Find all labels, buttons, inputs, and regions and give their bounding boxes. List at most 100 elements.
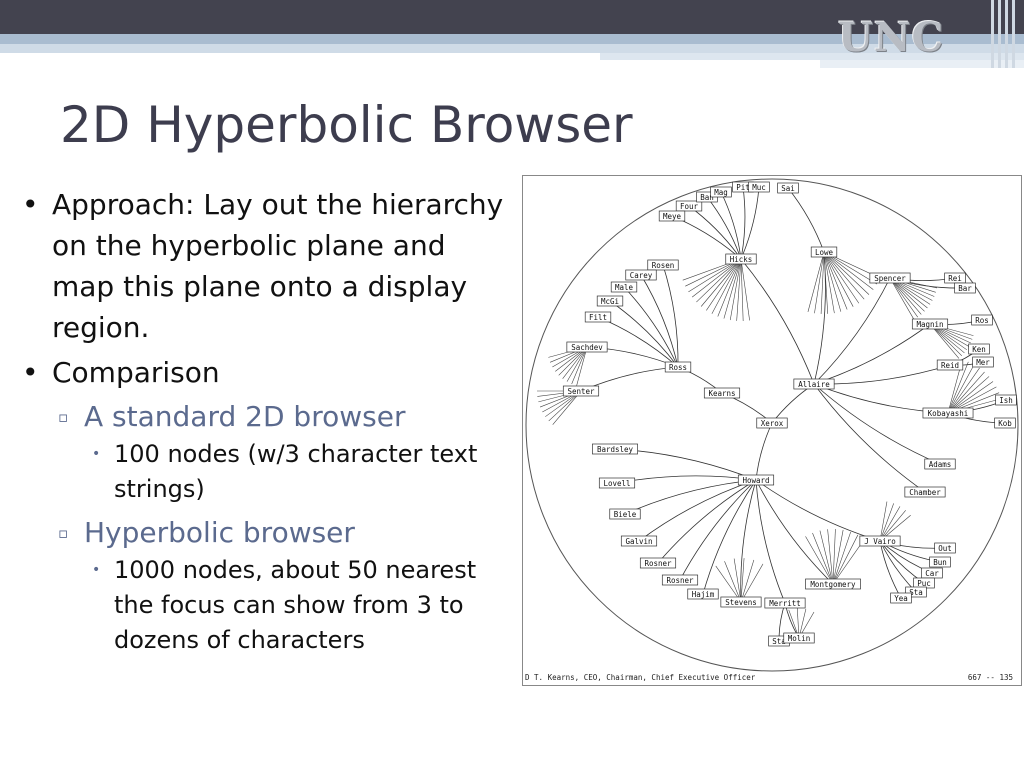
tree-edge [679,479,757,581]
tree-node[interactable]: Lowe [810,246,838,258]
tree-node[interactable]: Ken [968,343,990,355]
tree-node[interactable]: Bun [929,556,951,568]
tree-node[interactable]: Ros [971,314,993,326]
node-label: Meye [663,212,682,221]
tree-node[interactable]: Filt [584,311,612,323]
tree-node[interactable]: Mer [972,356,994,368]
leaf-edge [879,503,894,542]
tree-node[interactable]: Xerox [756,417,788,429]
leaf-edge [823,251,829,314]
leaf-edge [889,277,919,318]
tree-edge [879,540,917,593]
leaf-edge [832,538,865,585]
bullet-list: • Approach: Lay out the hierarchy on the… [22,184,508,658]
bullet-text: Approach: Lay out the hierarchy on the h… [52,188,504,344]
node-label: Bun [933,558,947,567]
tree-node[interactable]: Meye [658,210,686,222]
tree-edge [623,286,679,368]
tree-node[interactable]: Kob [994,417,1016,429]
tree-node[interactable]: Muc [748,181,770,193]
tree-node[interactable]: Spencer [869,272,911,284]
tree-node[interactable]: Yea [890,592,912,604]
tree-node[interactable]: Adams [924,458,956,470]
node-box [971,314,993,326]
tree-edge [706,196,742,260]
tree-node[interactable]: Kearns [703,387,741,399]
tree-edge [740,186,746,260]
status-count-text: 667 -- 135 [967,673,1013,682]
leaf-edge [740,258,750,321]
tree-node[interactable]: Sta [905,586,927,598]
tree-node[interactable]: Stevens [720,596,762,608]
leaf-edge [820,251,825,314]
leaf-edge [733,558,742,603]
node-label: Montgomery [810,580,856,589]
tree-node[interactable]: Sai [777,182,799,194]
tree-node[interactable]: J Vairo [859,535,901,547]
node-label: Kearns [708,389,735,398]
tree-node[interactable]: Ish [995,394,1017,406]
node-label: Spencer [874,274,906,283]
tree-node[interactable]: Reid [936,359,964,371]
node-box [720,596,762,608]
node-label: Chamber [909,488,941,497]
node-box [675,200,703,212]
tree-node[interactable]: Car [921,567,943,579]
node-label: Lowe [815,248,834,257]
tree-node[interactable]: Chamber [904,486,946,498]
tree-node[interactable]: Merritt [764,597,806,609]
tree-node[interactable]: Kobayashi [922,407,974,419]
tree-node[interactable]: Hajim [687,588,719,600]
tree-node[interactable]: Hicks [725,253,757,265]
tree-node[interactable]: Biele [609,508,641,520]
tree-node[interactable]: Four [675,200,703,212]
node-label: Lovell [603,479,630,488]
node-box [904,486,946,498]
tree-node[interactable]: McGi [596,295,624,307]
tree-edge [657,479,757,564]
tree-node[interactable]: Magnin [911,318,949,330]
leaf-edge [729,258,742,321]
tree-node[interactable]: Ross [664,361,692,373]
tree-node[interactable]: Rosen [647,259,679,271]
tree-node[interactable]: Allaire [793,378,835,390]
node-label: McGi [601,297,619,306]
leaf-edge [812,532,834,585]
tree-node[interactable]: Howard [737,474,775,486]
tree-edge [755,422,773,481]
tree-edge [813,383,941,465]
tree-node[interactable]: Rosner [639,557,677,569]
tree-node[interactable]: Rosner [661,574,699,586]
tree-node[interactable]: Galvin [620,535,658,547]
node-box [658,210,686,222]
tree-node[interactable]: Mag [710,186,732,198]
node-label: Muc [752,183,766,192]
leaf-edge [566,346,588,382]
tree-node[interactable]: Sachdev [566,341,608,353]
node-label: Senter [567,387,595,396]
tree-node[interactable]: Bardsley [592,443,638,455]
leaf-edge [823,251,848,310]
tree-node[interactable]: Bar [954,282,976,294]
leaf-edge [736,258,742,321]
bullet-item: • Approach: Lay out the hierarchy on the… [22,184,508,348]
tree-edge [720,191,742,260]
tree-node[interactable]: Male [610,281,638,293]
leaf-edge [571,346,588,385]
tree-node[interactable]: Carey [625,269,657,281]
tree-node[interactable]: Montgomery [805,578,861,590]
tree-node[interactable]: Lovell [598,477,636,489]
node-box [592,443,638,455]
leaf-edge [740,258,744,321]
leaf-edge [827,529,834,585]
tree-node[interactable]: Out [934,542,956,554]
tree-node[interactable]: Senter [562,385,600,397]
tree-node[interactable]: Puc [913,577,935,589]
node-box [810,246,838,258]
node-box [890,592,912,604]
tree-node[interactable]: Molin [783,632,815,644]
tree-node[interactable]: Rei [944,272,966,284]
leaf-edge [696,258,742,303]
node-box [929,556,951,568]
leaf-edge [724,561,742,603]
